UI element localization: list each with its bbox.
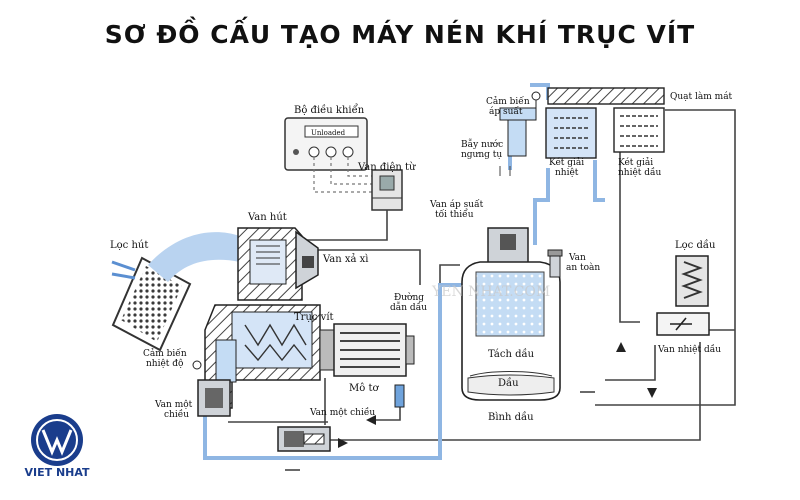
label-duong-dan-dau: Đường bbox=[394, 292, 424, 303]
air-cooler bbox=[545, 107, 597, 159]
label-bo-dieu-khien: Bộ điều khiển bbox=[294, 104, 365, 116]
label-binh-dau: Bình dầu bbox=[488, 411, 534, 423]
label-van-mot-chieu: Van một bbox=[154, 399, 193, 410]
label-bay-nuoc-2: ngưng tụ bbox=[461, 150, 502, 160]
label-ket-giai-nhiet: Két giải bbox=[549, 157, 584, 168]
label-unloaded: Unloaded bbox=[311, 129, 346, 137]
label-ket-giai-nhiet-2: nhiệt bbox=[555, 167, 579, 178]
label-van-nhiet-dau: Van nhiệt dầu bbox=[657, 344, 721, 355]
label-mo-to: Mô tơ bbox=[349, 383, 379, 394]
label-ket-giai-nhiet-dau-2: nhiệt dầu bbox=[618, 167, 662, 178]
label-loc-hut: Lọc hút bbox=[110, 240, 148, 251]
label-cam-bien-ap-suat-2: áp suất bbox=[489, 106, 523, 117]
label-van-ap-suat: Van áp suất bbox=[429, 199, 484, 210]
label-duong-dan-dau-2: dẫn dầu bbox=[390, 301, 427, 313]
intake-air-flow bbox=[148, 232, 240, 282]
safety-valve bbox=[547, 249, 563, 278]
oil-filter-small bbox=[394, 384, 405, 408]
label-loc-dau: Lọc dầu bbox=[675, 239, 716, 251]
label-van-mot-chieu-b: Van một chiều bbox=[309, 407, 375, 418]
screw-compressor bbox=[204, 304, 321, 409]
temperature-sensor bbox=[192, 360, 202, 370]
motor bbox=[319, 323, 415, 377]
solenoid-valve bbox=[371, 169, 403, 211]
label-cam-bien-ap-suat: Cảm biến bbox=[486, 96, 530, 107]
label-truc-vit: Trục vít bbox=[294, 312, 334, 323]
logo-text: VIET NHAT bbox=[24, 466, 90, 479]
pipe-network bbox=[228, 109, 736, 471]
label-cam-bien-nhiet-2: nhiệt độ bbox=[146, 358, 183, 369]
oil-filter bbox=[675, 255, 709, 307]
oil-thermostat-valve bbox=[656, 312, 710, 336]
viet-nhat-logo bbox=[31, 414, 83, 466]
label-van-xa-xi: Van xả xì bbox=[322, 254, 369, 265]
watermark: YEN NHAT.COM bbox=[431, 284, 550, 300]
oil-separator-tank bbox=[461, 227, 561, 401]
label-bay-nuoc: Bẫy nước bbox=[461, 138, 503, 150]
label-van-hut: Van hút bbox=[247, 212, 287, 223]
label-tach-dau: Tách dầu bbox=[488, 348, 535, 360]
label-van-an-toan-2: an toàn bbox=[566, 262, 600, 273]
pressure-sensor bbox=[531, 91, 541, 108]
label-van-an-toan: Van bbox=[568, 253, 586, 263]
label-van-dien-tu: Van điện từ bbox=[357, 162, 416, 173]
check-valve-left bbox=[197, 379, 231, 417]
control-signal-lines bbox=[313, 157, 372, 193]
label-quat-lam-mat: Quạt làm mát bbox=[670, 91, 733, 102]
intake-arrows bbox=[111, 260, 136, 280]
oil-cooler bbox=[613, 107, 665, 153]
label-cam-bien-nhiet: Cảm biến bbox=[143, 348, 187, 359]
label-van-mot-chieu-2: chiều bbox=[164, 409, 189, 420]
label-ket-giai-nhiet-dau: Két giải bbox=[618, 157, 653, 168]
water-trap bbox=[499, 107, 537, 176]
page-title: SƠ ĐỒ CẤU TẠO MÁY NÉN KHÍ TRỤC VÍT bbox=[104, 20, 696, 49]
intake-valve bbox=[237, 227, 319, 301]
cooling-fan bbox=[547, 87, 665, 105]
flow-arrows bbox=[338, 342, 657, 448]
air-filter bbox=[111, 256, 192, 352]
label-van-ap-suat-2: tối thiểu bbox=[435, 208, 474, 220]
label-dau: Dầu bbox=[498, 377, 519, 389]
check-valve bbox=[277, 426, 331, 452]
controller bbox=[284, 117, 368, 171]
